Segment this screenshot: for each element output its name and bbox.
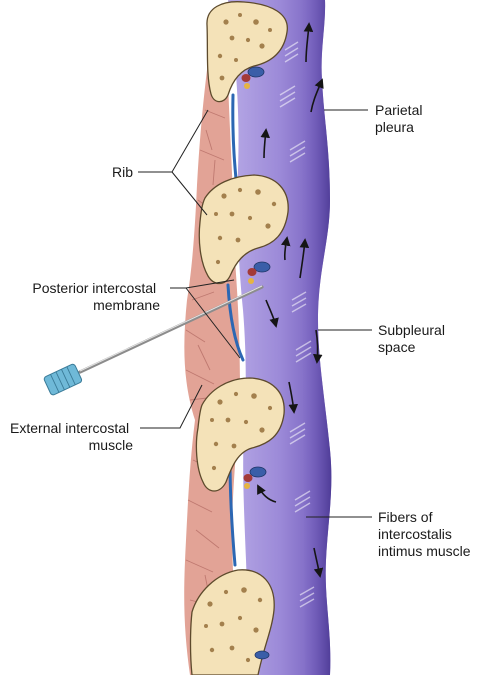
external-muscle-label-line-2: muscle [89,437,134,453]
neurovascular-bundle-3 [243,466,267,489]
flow-arrow [260,128,271,159]
flow-arrows [257,22,324,578]
flow-arrow [299,238,310,279]
rib-3 [195,377,285,492]
rib-2 [198,174,289,285]
flow-arrow [288,381,299,414]
needle-hub [43,363,83,396]
subpleural-space-label: Subpleural space [378,322,449,355]
parietal-pleura-label-line-2: pleura [375,119,414,135]
rib-1 [206,1,288,103]
neurovascular-bundle-4 [254,650,270,660]
neurovascular-bundle-1 [241,66,265,89]
rib-4 [189,569,275,675]
rib-leader [138,109,209,216]
flow-arrow [312,329,323,364]
posterior-membrane-label-line-1: Posterior intercostal [32,280,156,296]
intimus-fibers-label-line-3: intimus muscle [378,543,471,559]
intimus-fiber-hatches [279,41,315,608]
intimus-fibers-label-line-2: intercostalis [378,526,452,542]
posterior-membrane-label-line-2: membrane [93,297,160,313]
intimus-fibers-label-line-1: Fibers of [378,509,433,525]
external-muscle-leader [140,384,203,429]
parietal-pleura-label: Parietal pleura [375,102,426,135]
membrane-leader [170,279,241,359]
flow-arrow [265,299,279,328]
posterior-membrane-label: Posterior intercostal membrane [32,280,160,313]
subpleural-space-label-line-1: Subpleural [378,322,445,338]
needle [43,285,264,396]
flow-arrow [257,484,277,503]
flow-arrow [303,22,314,63]
subpleural-space-label-line-2: space [378,339,416,355]
neurovascular-bundle-2 [247,261,271,284]
flow-arrow [313,547,324,578]
rib-label: Rib [112,164,133,180]
flow-arrow [310,78,324,113]
parietal-pleura-label-line-1: Parietal [375,102,422,118]
leader-lines [138,109,372,518]
flow-arrow [281,236,291,261]
external-muscle-label: External intercostal muscle [10,420,133,453]
intimus-fibers-label: Fibers of intercostalis intimus muscle [378,509,471,559]
pleura-edge [300,0,332,675]
external-muscle-label-line-1: External intercostal [10,420,129,436]
